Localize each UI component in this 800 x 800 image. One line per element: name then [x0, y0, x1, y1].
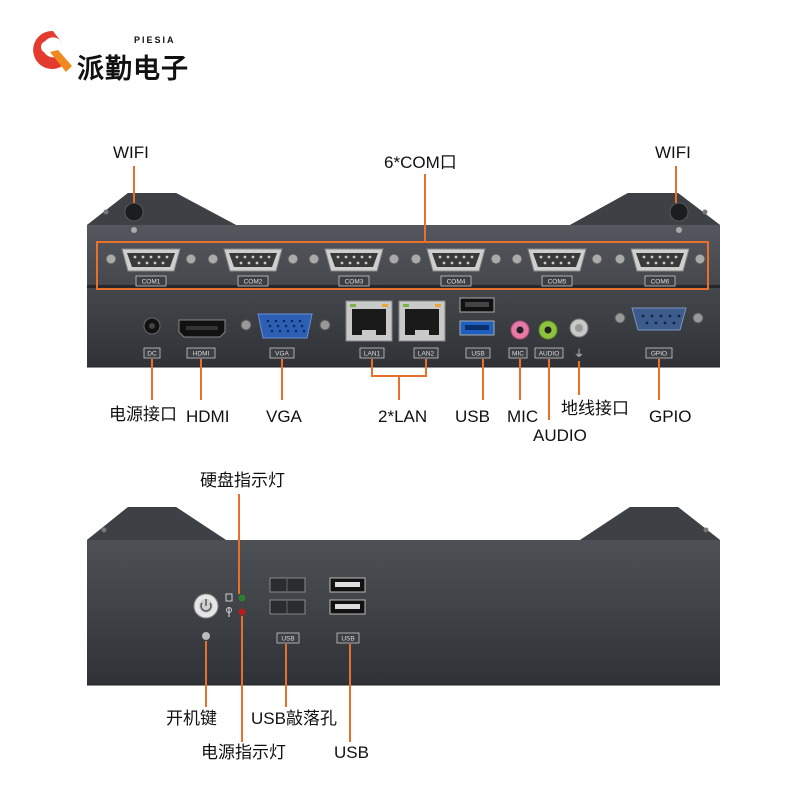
label-ground: 地线接口 — [561, 399, 629, 418]
svg-text:COM2: COM2 — [244, 279, 263, 286]
label-dc: 电源接口 — [109, 405, 177, 424]
hdd-led — [225, 593, 246, 602]
com-ports — [105, 248, 706, 272]
vga-port — [240, 313, 331, 339]
svg-text:COM4: COM4 — [447, 279, 466, 286]
svg-text:USB: USB — [471, 351, 484, 358]
wifi-antenna-right — [669, 202, 708, 233]
front-callout-lines — [205, 494, 351, 742]
port-label-dc-6: DC — [143, 347, 161, 359]
usb-ports-front — [329, 577, 366, 615]
com-port-6 — [614, 248, 706, 272]
svg-text:AUDIO: AUDIO — [539, 351, 560, 358]
svg-text:USB: USB — [281, 636, 294, 643]
label-lan: 2*LAN — [378, 407, 428, 426]
front-screw-left — [101, 527, 107, 533]
port-label-usb-11: USB — [465, 347, 491, 359]
port-label-com5-4: COM5 — [541, 275, 573, 287]
label-gpio: GPIO — [649, 407, 692, 426]
com-port-4 — [410, 248, 502, 272]
usb-ports-rear — [459, 297, 495, 336]
dc-jack — [143, 317, 161, 335]
label-mic: MIC — [507, 407, 539, 426]
label-power-led: 电源指示灯 — [201, 743, 286, 762]
com-port-2 — [207, 248, 299, 272]
svg-text:USB: USB — [341, 636, 354, 643]
ground-screw: ⏚ — [569, 318, 589, 360]
svg-text:COM5: COM5 — [548, 279, 567, 286]
port-label-com6-5: COM6 — [644, 275, 676, 287]
label-wifi-right: WIFI — [655, 143, 691, 162]
svg-text:GPIO: GPIO — [651, 351, 667, 358]
rear-callout-lines — [151, 359, 660, 420]
gpio-port — [614, 307, 704, 331]
label-com: 6*COM口 — [384, 153, 457, 172]
power-button — [193, 593, 219, 640]
usb-knockout — [269, 577, 306, 615]
audio-jack — [538, 320, 558, 340]
front-port-label-1: USB — [336, 632, 360, 644]
label-audio: AUDIO — [533, 426, 587, 445]
label-power-button: 开机键 — [166, 709, 217, 728]
port-label-audio-13: AUDIO — [534, 347, 564, 359]
label-usb-knockout: USB敲落孔 — [251, 709, 337, 728]
label-wifi-left: WIFI — [113, 143, 149, 162]
com-port-5 — [511, 248, 603, 272]
power-led — [226, 607, 246, 617]
label-usb-rear: USB — [455, 407, 490, 426]
svg-text:LAN1: LAN1 — [364, 351, 381, 358]
label-usb-front: USB — [334, 743, 369, 762]
label-hdmi: HDMI — [186, 407, 230, 426]
brand-sub-name: PIESIA — [134, 35, 176, 45]
svg-text:HDMI: HDMI — [193, 351, 210, 358]
front-panel-unit — [87, 507, 720, 686]
port-label-hdmi-7: HDMI — [186, 347, 216, 359]
svg-text:⏚: ⏚ — [574, 348, 584, 360]
hdmi-port — [178, 319, 226, 338]
front-screw-right — [703, 527, 709, 533]
svg-text:COM1: COM1 — [142, 279, 161, 286]
front-label-chips: USB USB — [276, 632, 360, 644]
label-hdd-led: 硬盘指示灯 — [200, 471, 285, 490]
brand-name: 派勤电子 — [77, 54, 189, 85]
port-label-vga-8: VGA — [269, 347, 295, 359]
brand-logo — [33, 30, 72, 72]
lan-port-2 — [398, 300, 446, 342]
lan-port-1 — [345, 300, 393, 342]
port-label-com4-3: COM4 — [440, 275, 472, 287]
label-vga: VGA — [266, 407, 302, 426]
port-label-com1-0: COM1 — [135, 275, 167, 287]
com-port-3 — [308, 248, 400, 272]
port-label-com2-1: COM2 — [237, 275, 269, 287]
svg-text:DC: DC — [147, 351, 157, 358]
port-label-com3-2: COM3 — [338, 275, 370, 287]
svg-text:MIC: MIC — [512, 351, 524, 358]
com-port-1 — [105, 248, 197, 272]
port-label-gpio-14: GPIO — [645, 347, 673, 359]
com-highlight-box — [96, 241, 709, 290]
port-label-lan2-10: LAN2 — [413, 347, 439, 359]
svg-text:VGA: VGA — [275, 351, 289, 358]
svg-text:COM6: COM6 — [651, 279, 670, 286]
svg-text:COM3: COM3 — [345, 279, 364, 286]
front-port-label-0: USB — [276, 632, 300, 644]
port-label-mic-12: MIC — [508, 347, 528, 359]
svg-text:LAN2: LAN2 — [418, 351, 435, 358]
port-label-lan1-9: LAN1 — [359, 347, 385, 359]
mic-jack — [510, 320, 530, 340]
